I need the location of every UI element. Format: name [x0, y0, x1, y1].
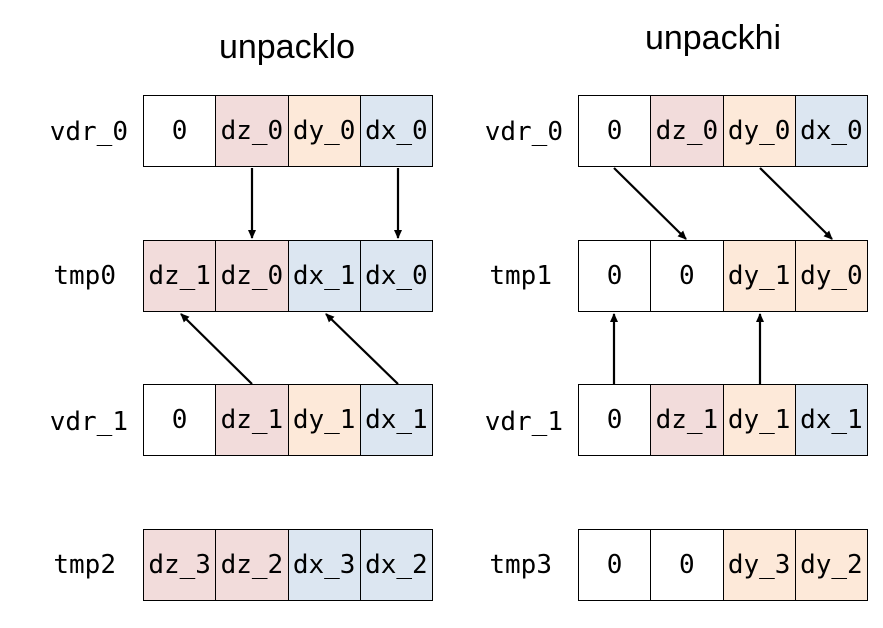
register-cell: dy_2 [795, 530, 867, 600]
register-cell: dy_0 [723, 96, 796, 166]
register-cell: dx_2 [360, 530, 432, 600]
register-cell: dz_0 [216, 96, 289, 166]
register-cell: 0 [579, 530, 652, 600]
unpackhi-title: unpackhi [644, 19, 782, 57]
row-label: tmp1 [489, 261, 552, 291]
register-cell: 0 [651, 530, 724, 600]
register-cell: dx_0 [360, 96, 432, 166]
register-tmp2: dz_3 dz_2 dx_3 dx_2 [143, 529, 433, 601]
register-vdr0-hi: 0 dz_0 dy_0 dx_0 [578, 95, 868, 167]
row-label: tmp3 [489, 550, 552, 580]
register-cell: dz_1 [144, 241, 217, 311]
row-label: vdr_1 [49, 407, 128, 437]
register-vdr1-hi: 0 dz_1 dy_1 dx_1 [578, 384, 868, 456]
register-cell: dx_0 [795, 96, 867, 166]
register-cell: dz_0 [651, 96, 724, 166]
register-cell: dx_1 [360, 385, 432, 455]
register-vdr0-lo: 0 dz_0 dy_0 dx_0 [143, 95, 433, 167]
register-cell: dx_0 [360, 241, 432, 311]
register-cell: dz_2 [216, 530, 289, 600]
register-cell: dx_3 [288, 530, 361, 600]
arrow-diagonal [759, 167, 833, 240]
register-cell: 0 [144, 96, 217, 166]
row-label: vdr_0 [484, 117, 563, 147]
row-label: vdr_1 [484, 407, 563, 437]
register-cell: dy_1 [723, 241, 796, 311]
register-cell: dz_3 [144, 530, 217, 600]
register-cell: dy_1 [288, 385, 361, 455]
register-cell: 0 [651, 241, 724, 311]
row-label: tmp0 [53, 261, 116, 291]
register-cell: dz_1 [651, 385, 724, 455]
register-cell: dz_0 [216, 241, 289, 311]
row-label: tmp2 [53, 550, 116, 580]
register-tmp3: 0 0 dy_3 dy_2 [578, 529, 868, 601]
register-cell: dy_0 [288, 96, 361, 166]
register-tmp0: dz_1 dz_0 dx_1 dx_0 [143, 240, 433, 312]
register-cell: 0 [579, 241, 652, 311]
register-cell: dy_1 [723, 385, 796, 455]
arrow-diagonal [325, 313, 399, 385]
arrow-diagonal [180, 313, 253, 385]
register-cell: 0 [579, 96, 652, 166]
register-tmp1: 0 0 dy_1 dy_0 [578, 240, 868, 312]
register-vdr1-lo: 0 dz_1 dy_1 dx_1 [143, 384, 433, 456]
register-cell: dy_3 [723, 530, 796, 600]
register-cell: 0 [579, 385, 652, 455]
arrow-diagonal [613, 167, 687, 240]
unpacklo-title: unpacklo [218, 28, 356, 66]
register-cell: 0 [144, 385, 217, 455]
register-cell: dz_1 [216, 385, 289, 455]
register-cell: dy_0 [795, 241, 867, 311]
row-label: vdr_0 [49, 117, 128, 147]
register-cell: dx_1 [795, 385, 867, 455]
register-cell: dx_1 [288, 241, 361, 311]
